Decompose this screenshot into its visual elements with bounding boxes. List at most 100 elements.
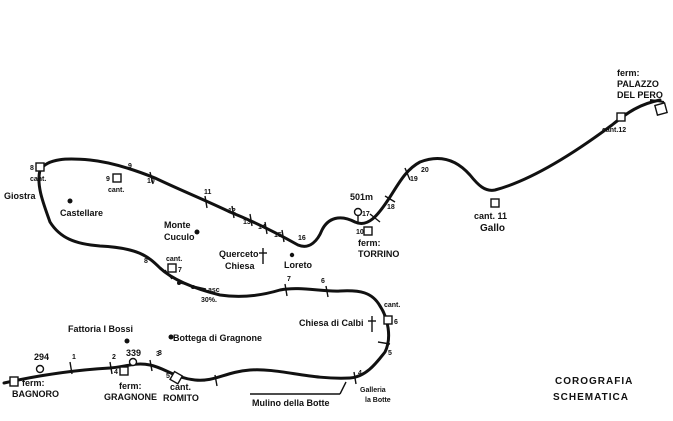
- house-cant-5: 5 cant. ROMITO: [163, 370, 199, 403]
- track-spur-palazzo: [649, 99, 665, 103]
- place-monte-cuculo: Monte Cuculo: [164, 220, 200, 242]
- house-cant-9-square: [112, 173, 122, 183]
- place-mulino-della-botte: Mulino della Botte: [250, 381, 347, 408]
- place-la-botte: la Botte: [365, 397, 391, 404]
- km-marker-19: 19: [410, 176, 418, 183]
- house-cant-12: cant.12: [602, 112, 626, 134]
- station-torrino: 501m 10 ferm: TORRINO: [350, 192, 399, 259]
- place-querceto: Querceto: [219, 249, 259, 259]
- gradient-marker: asc 30%.: [177, 281, 220, 304]
- house-cant-8: 8 cant.: [30, 162, 46, 183]
- station-palazzo-del-pero: ferm: PALAZZO DEL PERO: [617, 68, 668, 116]
- km-marker-7: 7: [287, 276, 291, 283]
- church-cross-calbi: [368, 316, 376, 332]
- station-gragnone-prefix: ferm:: [119, 381, 142, 391]
- place-cuculo: Cuculo: [164, 232, 195, 242]
- house-cant-10-number: 10: [356, 229, 364, 236]
- house-cant-11-label: cant. 11: [474, 211, 507, 221]
- house-cant-5-number: 5: [166, 373, 170, 380]
- house-cant-7-number: 7: [178, 267, 182, 274]
- km-marker-labels: 1 2 3 4 5 6 7 8 9 10 11 12 13 14 15 16 1…: [72, 163, 429, 377]
- house-cant-11-square: [490, 198, 500, 208]
- place-loreto: Loreto: [284, 260, 313, 270]
- km-marker-15: 15: [274, 232, 282, 239]
- place-loreto-dot: [289, 252, 295, 258]
- house-cant-5-label: cant.: [170, 382, 191, 392]
- km-marker-1: 1: [72, 354, 76, 361]
- km-marker-20: 20: [421, 167, 429, 174]
- place-galleria-la-botte: Galleria la Botte: [360, 387, 391, 404]
- house-cant-10-square: [363, 226, 373, 236]
- place-galleria: Galleria: [360, 387, 386, 394]
- station-torrino-prefix: ferm:: [358, 238, 381, 248]
- house-cant-6: cant. 6: [383, 302, 400, 326]
- house-cant-6-label: cant.: [384, 302, 400, 309]
- elevation-339: 339: [126, 348, 141, 358]
- station-bagnoro: 294 ferm: BAGNORO: [9, 352, 59, 399]
- elevation-501m-marker: [353, 207, 363, 217]
- house-cant-9-number: 9: [106, 176, 110, 183]
- house-cant-9: 9 cant.: [106, 173, 124, 194]
- gradient-asc: asc: [208, 287, 220, 294]
- gradient-value: 30%.: [201, 297, 217, 304]
- km-ticks: [69, 167, 411, 387]
- place-fattoria-i-bossi: Fattoria I Bossi: [68, 324, 133, 334]
- railway-track: [2, 98, 665, 385]
- km-marker-16: 16: [298, 235, 306, 242]
- km-marker-17: 17: [362, 211, 370, 218]
- km-marker-8: 8: [144, 258, 148, 265]
- house-cant-5-square: [169, 370, 184, 385]
- place-bottega-di-gragnone: Bottega di Gragnone: [173, 333, 262, 343]
- km-marker-13: 13: [243, 219, 251, 226]
- place-gallo: Gallo: [480, 223, 505, 234]
- house-cant-7-square: [167, 263, 177, 273]
- house-cant-5-name: ROMITO: [163, 393, 199, 403]
- place-fattoria-dot: [124, 338, 130, 344]
- station-palazzo-building: [654, 102, 668, 116]
- place-monte: Monte: [164, 220, 191, 230]
- km-marker-11: 11: [204, 189, 212, 196]
- place-castellare-dot: [67, 198, 73, 204]
- house-cant-12-label: cant.12: [602, 127, 626, 134]
- place-querceto-chiesa: Querceto Chiesa: [219, 248, 267, 271]
- station-bagnoro-name: BAGNORO: [12, 389, 59, 399]
- elevation-501m: 501m: [350, 192, 373, 202]
- station-gragnone: 339 4 ferm: GRAGNONE: [104, 348, 157, 402]
- station-bagnoro-building: [9, 376, 19, 387]
- station-bagnoro-prefix: ferm:: [22, 378, 45, 388]
- elevation-294: 294: [34, 352, 49, 362]
- house-cant-4-square: [119, 366, 129, 376]
- house-cant-3-number: 3: [156, 351, 160, 358]
- station-palazzo-name-2: DEL PERO: [617, 90, 663, 100]
- place-mulino: Mulino della Botte: [252, 398, 330, 408]
- km-marker-6: 6: [321, 278, 325, 285]
- km-marker-9: 9: [128, 163, 132, 170]
- map-title: COROGRAFIA SCHEMATICA: [553, 376, 633, 403]
- km-marker-4: 4: [358, 370, 362, 377]
- house-cant-8-number: 8: [30, 165, 34, 172]
- house-cant-7: cant. 7: [166, 256, 182, 274]
- station-palazzo-name-1: PALAZZO: [617, 79, 659, 89]
- place-bottega-dot: [168, 334, 174, 340]
- map-title-line-1: COROGRAFIA: [555, 376, 633, 387]
- house-cant-6-square: [383, 315, 393, 325]
- place-monte-cuculo-dot: [194, 229, 200, 235]
- place-chiesa: Chiesa: [225, 261, 256, 271]
- km-marker-5: 5: [388, 350, 392, 357]
- place-giostra: Giostra: [4, 191, 37, 201]
- house-cant-8-square: [35, 162, 45, 172]
- km-marker-2: 2: [112, 354, 116, 361]
- house-cant-7-label: cant.: [166, 256, 182, 263]
- map-title-line-2: SCHEMATICA: [553, 392, 629, 403]
- house-cant-12-square: [616, 112, 626, 122]
- place-chiesa-di-calbi: Chiesa di Calbi: [299, 318, 364, 328]
- km-marker-14: 14: [258, 224, 266, 231]
- house-cant-11: cant. 11 Gallo: [474, 198, 507, 234]
- house-cant-6-number: 6: [394, 319, 398, 326]
- station-torrino-name: TORRINO: [358, 249, 399, 259]
- km-marker-10: 10: [147, 178, 155, 185]
- track-main: [2, 98, 662, 385]
- km-marker-18: 18: [387, 204, 395, 211]
